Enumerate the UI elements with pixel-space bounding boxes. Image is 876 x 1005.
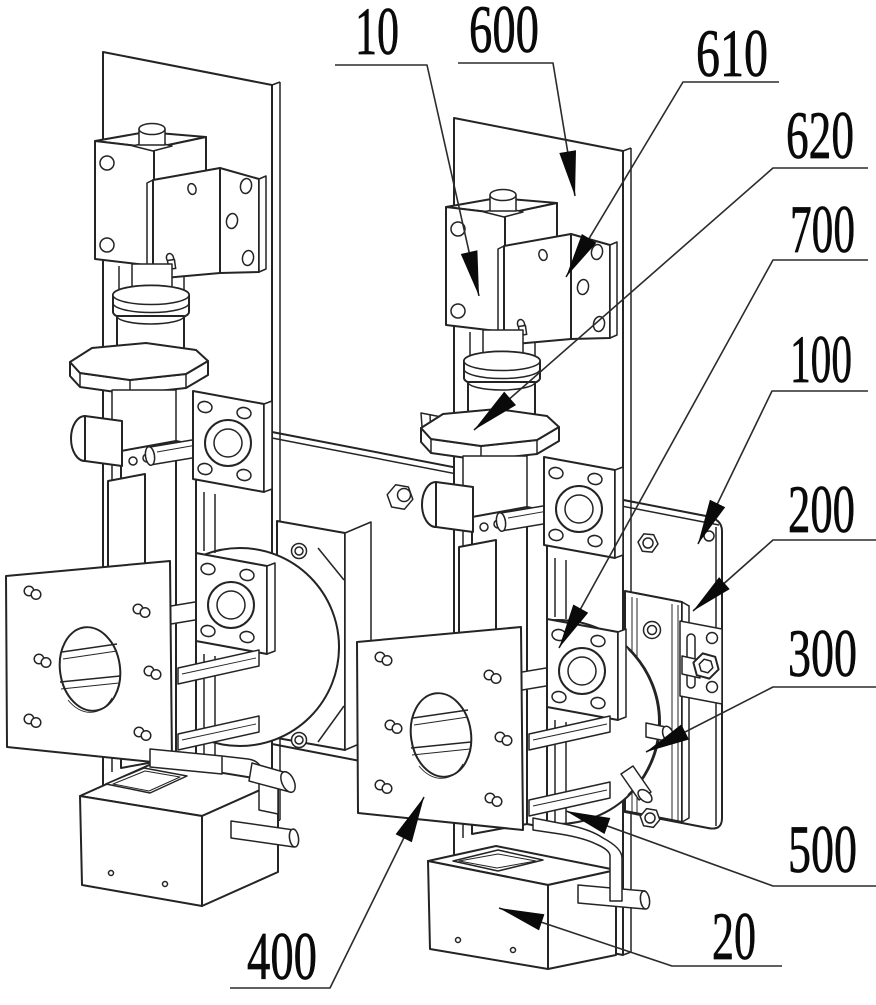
svg-text:610: 610 [696, 15, 768, 91]
svg-text:620: 620 [786, 97, 854, 173]
svg-text:400: 400 [247, 918, 317, 994]
svg-text:10: 10 [355, 0, 399, 69]
svg-text:300: 300 [788, 615, 857, 691]
svg-text:200: 200 [788, 471, 855, 547]
svg-text:600: 600 [469, 0, 539, 67]
svg-text:500: 500 [788, 811, 857, 887]
svg-text:20: 20 [712, 898, 756, 974]
svg-text:700: 700 [790, 191, 855, 267]
svg-text:100: 100 [790, 321, 852, 397]
